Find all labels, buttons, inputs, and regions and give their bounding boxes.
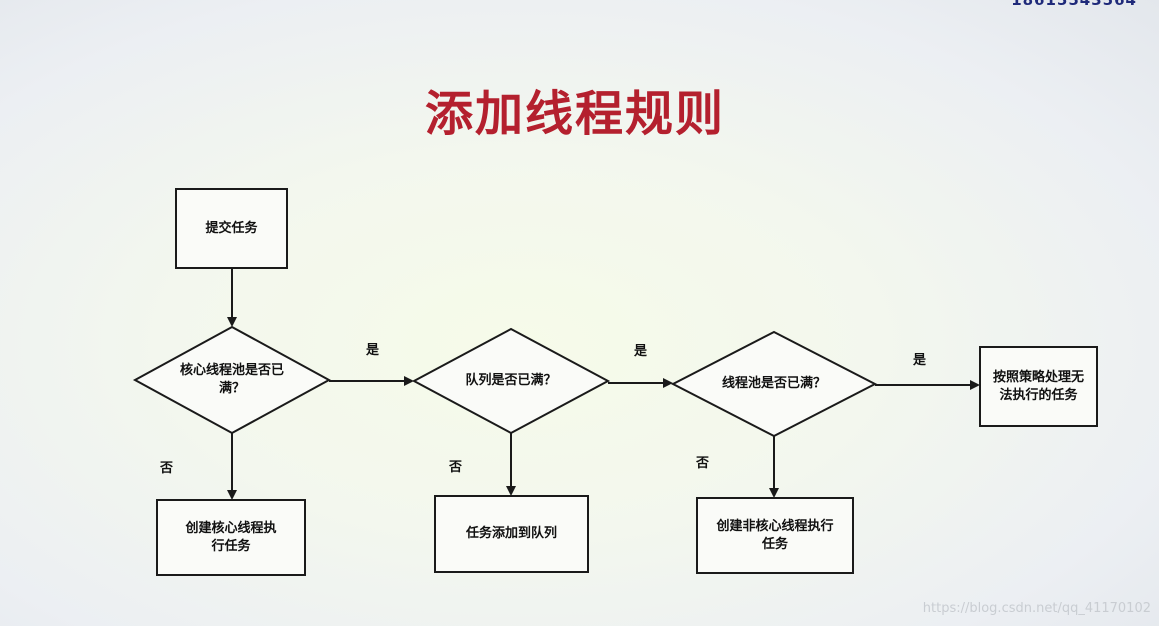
- edge-label-no-1: 否: [160, 461, 174, 476]
- edge-label-yes-1: 是: [366, 343, 380, 358]
- node-add-to-queue: 任务添加到队列: [434, 495, 589, 573]
- node-create-core-thread-label: 创建核心线程执行任务: [185, 520, 277, 554]
- node-submit-task: 提交任务: [175, 188, 288, 269]
- node-reject-policy-label: 按照策略处理无法执行的任务: [992, 369, 1084, 403]
- node-add-to-queue-label: 任务添加到队列: [465, 526, 557, 541]
- node-create-noncore-thread: 创建非核心线程执行任务: [696, 497, 854, 574]
- slide-title: 添加线程规则: [424, 86, 725, 142]
- watermark: https://blog.csdn.net/qq_41170102: [922, 601, 1151, 616]
- node-reject-policy: 按照策略处理无法执行的任务: [979, 346, 1098, 427]
- node-create-noncore-thread-label: 创建非核心线程执行任务: [716, 518, 834, 552]
- node-submit-task-label: 提交任务: [205, 220, 258, 236]
- edge-label-yes-2: 是: [634, 344, 648, 359]
- edge-label-no-2: 否: [449, 460, 463, 475]
- edge-label-no-3: 否: [696, 456, 710, 471]
- node-create-core-thread: 创建核心线程执行任务: [156, 499, 306, 576]
- decision-queue-label: 队列是否已满？: [465, 373, 557, 388]
- edge-label-yes-3: 是: [913, 353, 927, 368]
- decision-core-label: 核心线程池是否已满？: [179, 363, 284, 396]
- corner-number: 18615543564: [1011, 0, 1137, 9]
- decision-pool-label: 线程池是否已满？: [721, 376, 826, 391]
